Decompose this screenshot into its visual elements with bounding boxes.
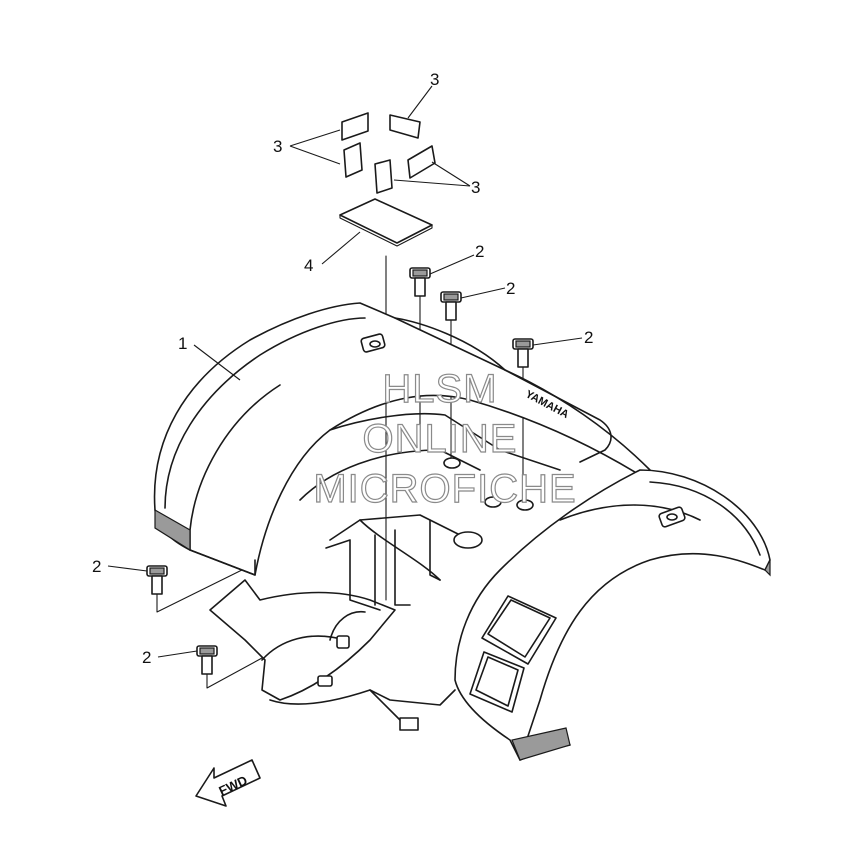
bolt-parts: [146, 267, 534, 689]
callout-labels: 3 3 3 4 1 2 2 2 2 2: [92, 70, 593, 667]
reflector-lower: [469, 651, 525, 713]
decal-3-d: [374, 159, 393, 194]
watermark: HLSM ONLINE MICROFICHE: [313, 366, 577, 511]
decal-3-c: [343, 142, 363, 178]
rear-mudguard: [209, 579, 396, 701]
watermark-line-2: ONLINE: [363, 417, 518, 461]
callout-1: 1: [178, 334, 187, 353]
callout-3-right: 3: [471, 178, 480, 197]
callout-3-left: 3: [273, 137, 282, 156]
bolt-2-e: [196, 645, 263, 689]
fwd-direction-arrow: FWD: [195, 759, 261, 807]
watermark-line-3: MICROFICHE: [313, 467, 576, 511]
left-fender-wing: [153, 302, 651, 576]
leader-lines: [107, 85, 583, 658]
decal-3-b: [389, 114, 421, 139]
decal-3-e: [407, 145, 436, 179]
rear-fender-part-1: YAMAHA: [153, 302, 771, 761]
callout-4: 4: [304, 256, 313, 275]
callout-2-c: 2: [584, 328, 593, 347]
fwd-arrow-icon: [195, 759, 261, 807]
callout-2-a: 2: [475, 242, 484, 261]
plate-4: [339, 198, 433, 244]
bolt-2-d: [146, 565, 251, 613]
callout-2-d: 2: [92, 557, 101, 576]
decal-parts: [341, 112, 436, 194]
callout-2-e: 2: [142, 648, 151, 667]
callout-2-b: 2: [506, 279, 515, 298]
callout-3-top: 3: [430, 70, 439, 89]
decal-3-a: [341, 112, 369, 141]
watermark-line-1: HLSM: [382, 367, 497, 411]
right-fender-edge-shade: [511, 727, 571, 761]
reflector-upper: [481, 595, 557, 665]
mudguard-clip: [399, 717, 419, 731]
